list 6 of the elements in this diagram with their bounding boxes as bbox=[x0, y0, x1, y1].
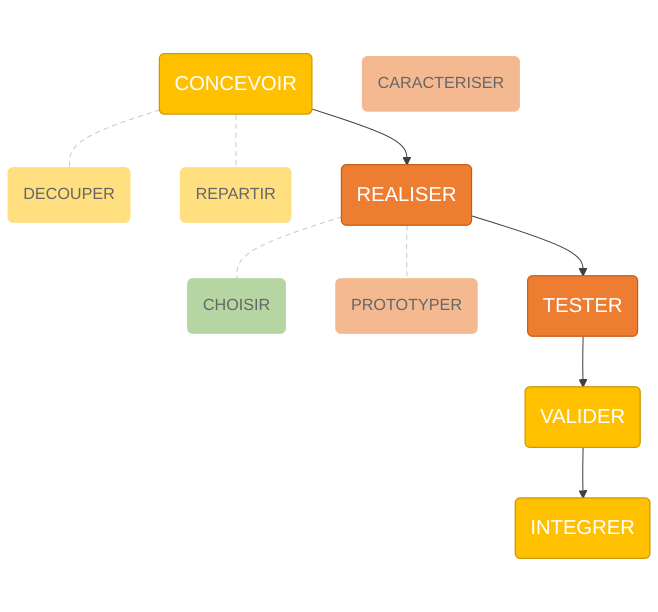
arrow bbox=[472, 215, 588, 277]
arrow bbox=[578, 448, 588, 499]
arrow bbox=[312, 108, 412, 166]
connector bbox=[236, 216, 342, 280]
arrow bbox=[578, 336, 588, 388]
connector bbox=[68, 109, 160, 168]
